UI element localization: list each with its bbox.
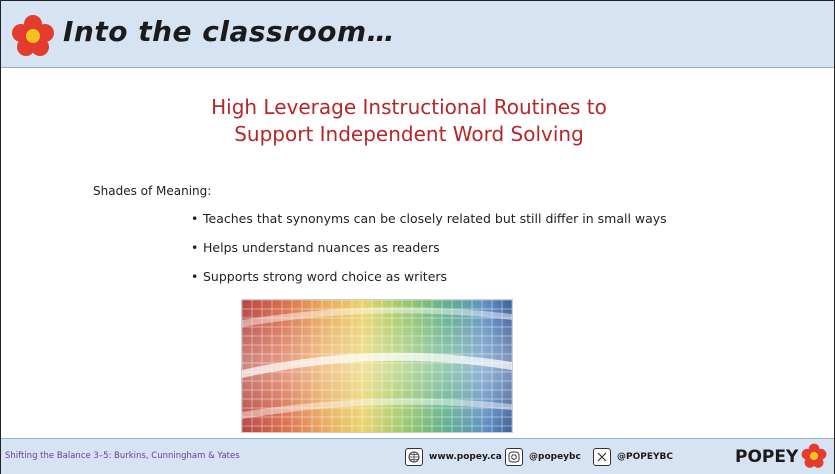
bullet-dot: • (191, 240, 199, 255)
bullet-item: • Helps understand nuances as readers (191, 240, 667, 255)
globe-icon (405, 448, 423, 466)
flower-icon (801, 443, 827, 468)
bullet-text: Teaches that synonyms can be closely rel… (203, 211, 667, 226)
bullet-text: Helps understand nuances as readers (203, 240, 440, 255)
slide-header: Into the classroom… (1, 1, 834, 68)
credit-text: Shifting the Balance 3–5: Burkins, Cunni… (5, 451, 240, 461)
instagram-icon (505, 448, 523, 466)
paint-swatches-image (241, 299, 513, 433)
website-text: www.popey.ca (429, 452, 502, 462)
bullet-dot: • (191, 269, 199, 284)
bullet-dot: • (191, 211, 199, 226)
bullet-text: Supports strong word choice as writers (203, 269, 448, 284)
twitter-link[interactable]: @POPEYBC (593, 448, 673, 466)
slide-title-line-1: High Leverage Instructional Routines to (211, 95, 607, 119)
twitter-handle: @POPEYBC (617, 452, 673, 462)
header-title: Into the classroom… (63, 15, 396, 48)
bullet-item: • Supports strong word choice as writers (191, 269, 667, 284)
popey-logo: POPEY (735, 447, 799, 467)
website-link[interactable]: www.popey.ca (405, 448, 502, 466)
instagram-handle: @popeybc (529, 452, 581, 462)
slide-title-line-2: Support Independent Word Solving (234, 122, 584, 146)
slide-footer: Shifting the Balance 3–5: Burkins, Cunni… (1, 438, 834, 474)
x-icon (593, 448, 611, 466)
flower-icon (12, 15, 54, 56)
section-label: Shades of Meaning: (93, 184, 212, 198)
bullet-item: • Teaches that synonyms can be closely re… (191, 211, 667, 226)
instagram-link[interactable]: @popeybc (505, 448, 581, 466)
bullet-list: • Teaches that synonyms can be closely re… (191, 211, 667, 298)
